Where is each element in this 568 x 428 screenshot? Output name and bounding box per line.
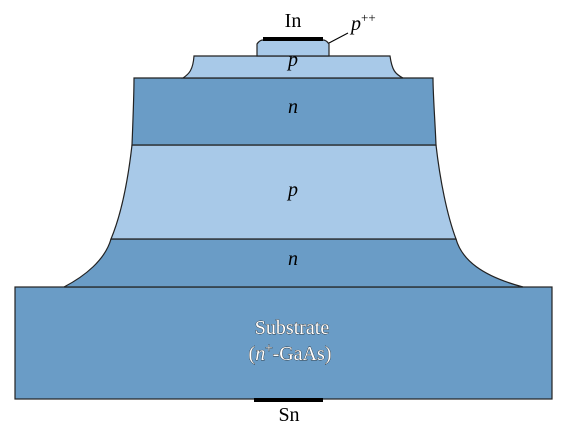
substrate-layer (14, 286, 553, 400)
p-layer-middle (110, 144, 457, 240)
substrate-label-line1: Substrate (255, 317, 330, 339)
p-plus-plus-superscript: ++ (361, 10, 376, 25)
substrate-n-superscript: + (265, 340, 272, 355)
substrate-label-line2: (n+-GaAs) (249, 340, 332, 365)
p-plus-plus-leader-line (328, 32, 349, 44)
p-plus-plus-base: p (349, 13, 361, 35)
substrate-n: n (255, 343, 265, 365)
sn-contact-label: Sn (278, 404, 299, 426)
substrate-paren-open: ( (249, 343, 256, 365)
top-p-layer-label: p (286, 49, 298, 71)
lower-n-layer-label: n (288, 248, 298, 270)
sn-contact-bar (254, 398, 323, 402)
in-contact-bar (263, 37, 323, 41)
p-plus-plus-label: p++ (349, 10, 376, 35)
in-contact-label: In (285, 10, 302, 32)
substrate-material: -GaAs) (273, 343, 332, 365)
middle-p-layer-label: p (286, 179, 298, 201)
n-layer-upper (131, 77, 437, 146)
p-layer-top (181, 55, 404, 79)
upper-n-layer-label: n (288, 96, 298, 118)
